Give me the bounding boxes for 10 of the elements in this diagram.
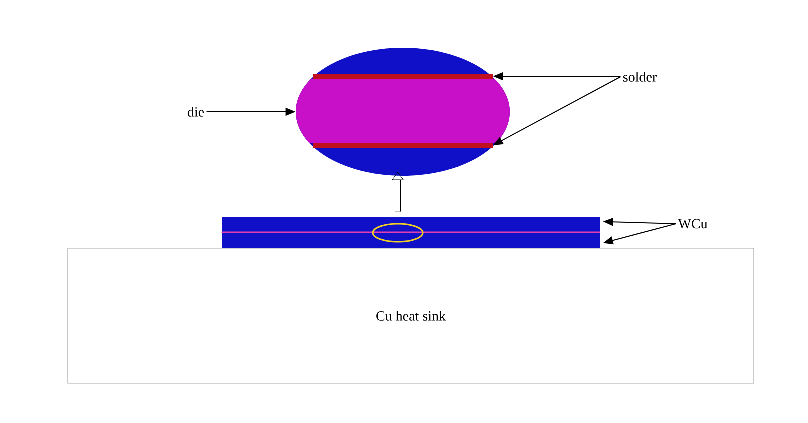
- die-stack-ellipse: [296, 48, 510, 176]
- part-label: die: [188, 107, 204, 117]
- magnifier-ellipse: [372, 223, 424, 243]
- part-label: solder: [623, 72, 657, 82]
- hollow-arrow: [392, 172, 404, 212]
- wcu-strip: [222, 217, 600, 248]
- heat-sink-box: Cu heat sink: [68, 248, 754, 384]
- solder-layer: [313, 143, 493, 148]
- part-label: WCu: [678, 219, 708, 229]
- solder-layer: [313, 74, 493, 79]
